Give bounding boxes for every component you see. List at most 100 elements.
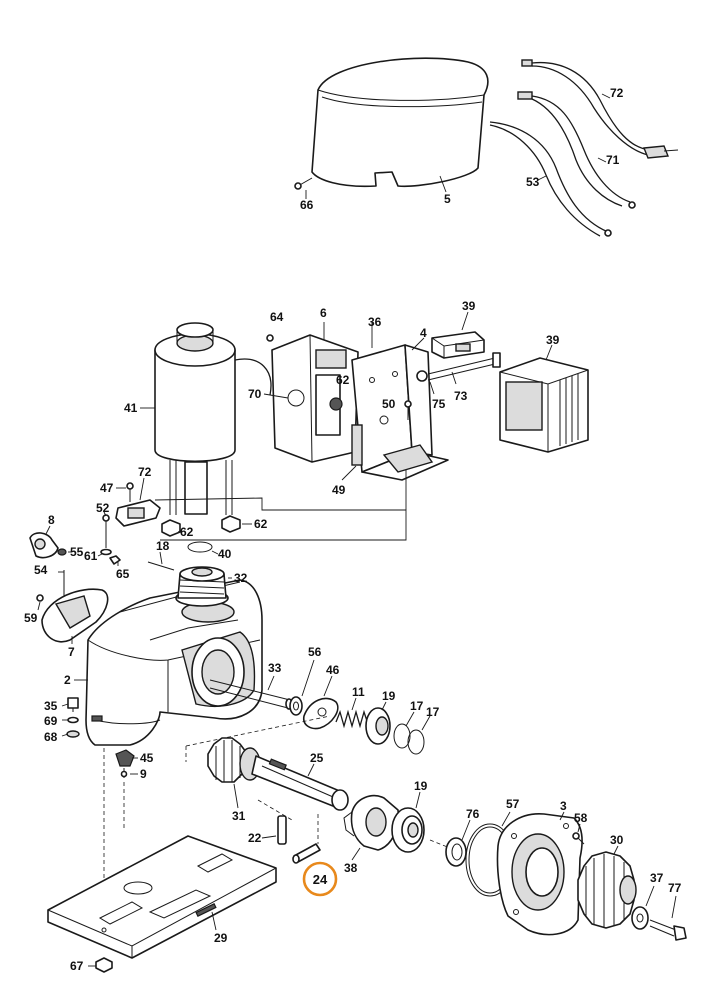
bearing-part-19b [391,807,425,853]
bearing-part-19a [365,707,391,745]
screw-part-64 [266,334,274,342]
label-73: 73 [454,389,468,403]
label-67: 67 [70,959,84,973]
bolt-part-77 [649,919,687,941]
label-35: 35 [44,699,58,713]
label-57: 57 [506,797,520,811]
pin-part-24 [292,843,321,864]
label-66: 66 [300,198,314,212]
wire-part-53 [489,121,612,237]
label-69: 69 [44,714,58,728]
label-72-switch: 72 [138,465,152,479]
label-59: 59 [24,611,38,625]
washer-part-68 [66,730,80,738]
nut-part-62-right [221,515,241,533]
label-17-b: 17 [426,705,440,719]
pinion-part-31 [207,737,261,783]
key-part-55 [57,548,67,556]
label-61: 61 [84,549,98,563]
cover-part-5 [311,57,489,188]
label-49: 49 [332,483,346,497]
label-17-a: 17 [410,699,424,713]
screw-part-47 [126,482,134,502]
label-8: 8 [48,513,55,527]
label-19-a: 19 [382,689,396,703]
housing-part-2 [85,579,263,746]
label-40: 40 [218,547,232,561]
bracket-part-4 [351,344,449,481]
washer-part-37 [631,906,649,930]
label-47: 47 [100,481,114,495]
cam-part-46 [302,697,339,730]
highlight-circle-part-24 [302,861,338,897]
label-76: 76 [466,807,480,821]
bolt-part-73 [416,352,501,382]
label-56: 56 [308,645,322,659]
capacitor-box-part-6 [271,334,359,463]
label-62-left: 62 [180,525,194,539]
label-24-highlighted: 24 [313,872,328,887]
pin-part-18 [147,561,175,571]
label-11: 11 [352,685,365,699]
foot-part-45 [115,749,135,767]
screw-part-9 [120,768,128,778]
label-68: 68 [44,730,58,744]
label-4: 4 [420,326,427,340]
label-64: 64 [270,310,284,324]
label-30: 30 [610,833,624,847]
gear-part-30 [577,851,637,929]
label-19-b: 19 [414,779,428,793]
screw-part-35 [67,697,79,712]
o-ring-part-40 [187,541,213,553]
motor-part-41 [154,322,272,515]
label-71: 71 [606,153,620,167]
label-18: 18 [156,539,170,553]
label-41: 41 [124,401,138,415]
nut-part-62-left [161,519,181,537]
spring-part-11 [335,709,369,729]
wire-harness-part-72 [521,59,679,159]
label-62-right: 62 [254,517,268,531]
label-5: 5 [444,192,451,206]
limit-switch-part-72 [115,499,161,527]
lock-part-8 [29,532,59,559]
label-62-bracket: 62 [336,373,350,387]
label-46: 46 [326,663,340,677]
label-6: 6 [320,306,327,320]
screw-part-59 [36,594,44,602]
label-39-transformer: 39 [546,333,560,347]
gear-housing-part-3 [496,813,583,936]
screw-part-66 [294,177,313,190]
label-72-wire: 72 [610,86,624,100]
nut-part-67 [95,957,113,973]
label-52: 52 [96,501,110,515]
circlip-part-17b [407,729,425,755]
washer-part-69 [67,716,79,724]
label-70: 70 [248,387,262,401]
screw-part-50 [404,400,412,420]
label-39-relay: 39 [462,299,476,313]
shaft-part-25 [251,755,349,811]
label-65: 65 [116,567,130,581]
label-55: 55 [70,545,84,559]
relay-part-39 [431,331,485,359]
label-54: 54 [34,563,48,577]
label-3: 3 [560,799,567,813]
hub-part-38 [343,794,400,851]
wire-harness-part-71 [517,91,636,209]
label-45: 45 [140,751,154,765]
base-plate-part-29 [47,835,277,959]
washer-part-56 [289,696,303,716]
label-32: 32 [234,571,248,585]
washer-part-61 [100,548,112,556]
label-50: 50 [382,397,396,411]
circlip-part-17a [393,723,411,749]
label-77: 77 [668,881,682,895]
label-22: 22 [248,831,262,845]
nut-part-65 [109,555,121,565]
label-58: 58 [574,811,588,825]
screw-part-52 [102,514,110,548]
label-75: 75 [432,397,446,411]
release-lever-part-7 [41,570,109,643]
